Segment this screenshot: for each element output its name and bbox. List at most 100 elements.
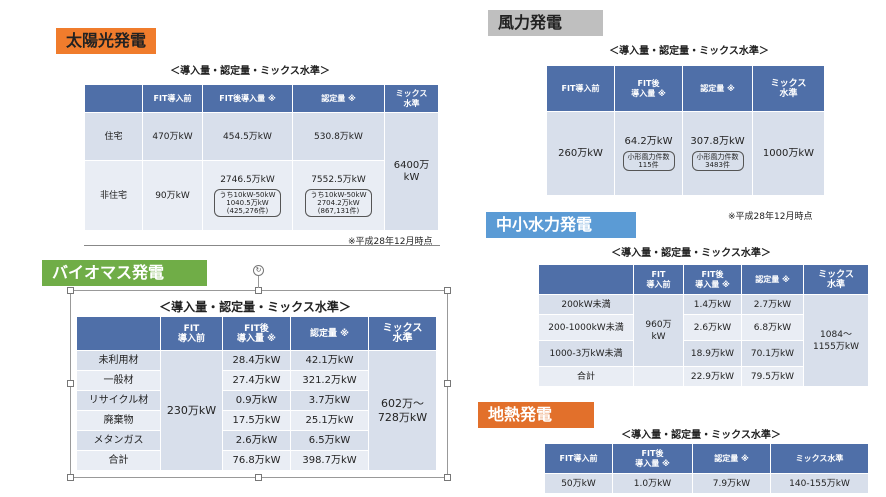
- solar-header-cert: 認定量 ※: [292, 84, 385, 113]
- hydro-badge: 中小水力発電: [486, 212, 636, 238]
- table-row: 住宅 470万kW 454.5万kW 530.8万kW 6400万 kW: [84, 112, 439, 231]
- wind-mix: 1000万kW: [752, 111, 825, 196]
- table-row: 260万kW 64.2万kW 小形風力件数 115件 307.8万kW 小形風力…: [546, 111, 825, 196]
- row-label: 200-1000kW未満: [538, 314, 634, 341]
- table-row: 200-1000kW未満 2.6万kW 6.8万kW: [538, 314, 869, 341]
- cell-post: 28.4万kW: [222, 350, 291, 371]
- geo-header-mix: ミックス水準: [770, 443, 869, 474]
- biomass-header-cert: 認定量 ※: [290, 316, 369, 351]
- cell-post: 0.9万kW: [222, 390, 291, 411]
- cell-cert: 321.2万kW: [290, 370, 369, 391]
- wind-pre: 260万kW: [546, 111, 615, 196]
- resize-handle-sw[interactable]: [67, 474, 74, 481]
- geo-table: FIT導入前 FIT後 導入量 ※ 認定量 ※ ミックス水準 50万kW 1.0…: [544, 443, 869, 494]
- biomass-header-post: FIT後 導入量 ※: [222, 316, 291, 351]
- cell-post: 17.5万kW: [222, 410, 291, 431]
- wind-cert-note: 小形風力件数 3483件: [691, 151, 744, 171]
- solar-subtitle: ＜導入量・認定量・ミックス水準＞: [170, 66, 330, 77]
- hydro-header-cert: 認定量 ※: [741, 264, 804, 295]
- table-row: 一般材 27.4万kW 321.2万kW: [76, 370, 437, 391]
- table-row: 未利用材 230万kW 28.4万kW 42.1万kW 602万～ 728万kW: [76, 350, 437, 471]
- hydro-header-post: FIT後 導入量 ※: [683, 264, 742, 295]
- wind-header-post: FIT後 導入量 ※: [614, 65, 683, 112]
- resize-handle-w[interactable]: [67, 380, 74, 387]
- geo-pre: 50万kW: [544, 473, 613, 494]
- row-label: リサイクル材: [76, 390, 161, 411]
- wind-header-mix: ミックス 水準: [752, 65, 825, 112]
- cell-post: 18.9万kW: [683, 340, 742, 367]
- table-row: 合計 76.8万kW 398.7万kW: [76, 450, 437, 471]
- biomass-header-pre: FIT 導入前: [160, 316, 223, 351]
- cell-post: 27.4万kW: [222, 370, 291, 391]
- table-row: 非住宅 90万kW 2746.5万kW うち10kW-50kW 1040.5万k…: [84, 160, 439, 231]
- solar-divider: [84, 245, 440, 246]
- geo-subtitle: ＜導入量・認定量・ミックス水準＞: [621, 430, 781, 441]
- wind-header-cert: 認定量 ※: [682, 65, 753, 112]
- cell-post: 2.6万kW: [683, 314, 742, 341]
- hydro-header-mix: ミックス 水準: [803, 264, 869, 295]
- resize-handle-ne[interactable]: [444, 287, 451, 294]
- row-label: 一般材: [76, 370, 161, 391]
- resize-handle-nw[interactable]: [67, 287, 74, 294]
- solar-note: ※平成28年12月時点: [348, 237, 433, 247]
- solar-table: FIT導入前 FIT後導入量 ※ 認定量 ※ ミックス 水準 住宅 470万kW…: [84, 84, 439, 231]
- table-row: 合計 22.9万kW 79.5万kW: [538, 366, 869, 387]
- row-label: メタンガス: [76, 430, 161, 451]
- row-label: 未利用材: [76, 350, 161, 371]
- hydro-header-blank: [538, 264, 634, 295]
- wind-table: FIT導入前 FIT後 導入量 ※ 認定量 ※ ミックス 水準 260万kW 6…: [546, 65, 825, 196]
- geo-mix: 140-155万kW: [770, 473, 869, 494]
- biomass-header-blank: [76, 316, 161, 351]
- cell-cert: 398.7万kW: [290, 450, 369, 471]
- geo-header-cert: 認定量 ※: [692, 443, 771, 474]
- biomass-badge: バイオマス発電: [42, 260, 207, 286]
- cell-post: 2.6万kW: [222, 430, 291, 451]
- wind-post-value: 64.2万kW: [624, 136, 673, 147]
- wind-header-pre: FIT導入前: [546, 65, 615, 112]
- table-row: リサイクル材 0.9万kW 3.7万kW: [76, 390, 437, 411]
- wind-post-note: 小形風力件数 115件: [622, 151, 675, 171]
- rotate-handle-icon[interactable]: ↻: [253, 265, 264, 276]
- biomass-subtitle: ＜導入量・認定量・ミックス水準＞: [159, 300, 351, 314]
- geo-header-pre: FIT導入前: [544, 443, 613, 474]
- biomass-mix-cell: 602万～ 728万kW: [368, 350, 437, 471]
- table-row: 廃棄物 17.5万kW 25.1万kW: [76, 410, 437, 431]
- row-label: 200kW未満: [538, 294, 634, 315]
- geo-badge: 地熱発電: [478, 402, 594, 428]
- biomass-table: FIT 導入前 FIT後 導入量 ※ 認定量 ※ ミックス 水準 未利用材 23…: [76, 316, 437, 471]
- resize-handle-n[interactable]: [255, 287, 262, 294]
- cell-cert: 70.1万kW: [741, 340, 804, 367]
- resize-handle-s[interactable]: [255, 474, 262, 481]
- geo-header-post: FIT後 導入量 ※: [612, 443, 693, 474]
- cell-post-value: 2746.5万kW: [220, 175, 275, 185]
- wind-note: ※平成28年12月時点: [728, 212, 813, 222]
- geo-post: 1.0万kW: [612, 473, 693, 494]
- geo-cert: 7.9万kW: [692, 473, 771, 494]
- wind-post: 64.2万kW 小形風力件数 115件: [614, 111, 683, 196]
- hydro-table: FIT 導入前 FIT後 導入量 ※ 認定量 ※ ミックス 水準 200kW未満…: [538, 264, 869, 387]
- solar-header-mix: ミックス 水準: [384, 84, 439, 113]
- cell-cert: 25.1万kW: [290, 410, 369, 431]
- cell-pre: 90万kW: [142, 160, 203, 231]
- cell-post-note: うち10kW-50kW 1040.5万kW (425,276件): [214, 189, 281, 217]
- cell-post: 454.5万kW: [202, 112, 293, 161]
- cell-post: 22.9万kW: [683, 366, 742, 387]
- cell-post: 1.4万kW: [683, 294, 742, 315]
- cell-cert: 7552.5万kW うち10kW-50kW 2704.2万kW (867,131…: [292, 160, 385, 231]
- cell-cert: 79.5万kW: [741, 366, 804, 387]
- row-label: 非住宅: [84, 160, 143, 231]
- solar-badge: 太陽光発電: [56, 28, 157, 54]
- resize-handle-e[interactable]: [444, 380, 451, 387]
- solar-header-post: FIT後導入量 ※: [202, 84, 293, 113]
- resize-handle-se[interactable]: [444, 474, 451, 481]
- hydro-mix-cell: 1084～ 1155万kW: [803, 294, 869, 387]
- row-label: 廃棄物: [76, 410, 161, 431]
- solar-header-blank: [84, 84, 143, 113]
- table-row: 200kW未満 960万 kW 1.4万kW 2.7万kW 1084～ 1155…: [538, 294, 869, 387]
- cell-cert: 6.5万kW: [290, 430, 369, 451]
- cell-cert-value: 7552.5万kW: [311, 175, 366, 185]
- wind-badge: 風力発電: [488, 10, 603, 36]
- cell-cert: 530.8万kW: [292, 112, 385, 161]
- rotate-handle-line: [258, 276, 259, 288]
- cell-post: 76.8万kW: [222, 450, 291, 471]
